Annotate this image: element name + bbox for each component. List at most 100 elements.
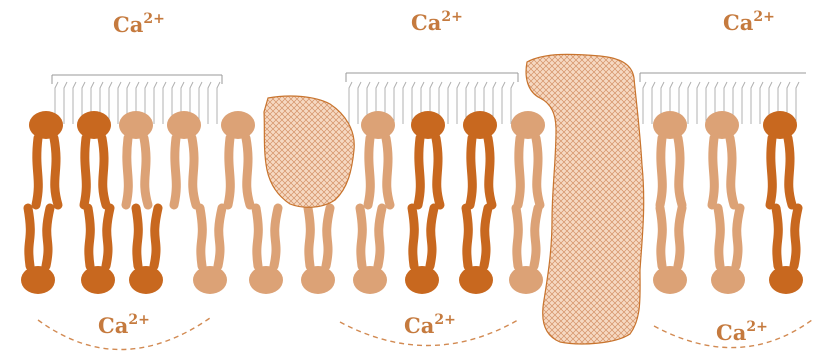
lipid-head bbox=[129, 266, 163, 294]
lipid-tail bbox=[106, 208, 110, 266]
phospholipid-top-11 bbox=[763, 111, 797, 205]
inner-leaflet bbox=[21, 208, 803, 294]
phospholipid-bottom-10 bbox=[653, 208, 687, 294]
ca-ion-inner-left: Ca2+ bbox=[98, 312, 150, 338]
phospholipid-top-5 bbox=[361, 111, 395, 205]
tail-squiggle bbox=[118, 82, 121, 124]
phospholipid-top-10 bbox=[705, 111, 739, 205]
tail-squiggle bbox=[403, 82, 406, 124]
phospholipid-top-9 bbox=[653, 111, 687, 205]
lipid-tail bbox=[256, 208, 258, 266]
lipid-tail bbox=[484, 208, 488, 266]
lipid-tail bbox=[534, 208, 538, 266]
phospholipid-top-0 bbox=[29, 111, 63, 205]
lipid-tail bbox=[718, 208, 720, 266]
lipid-head bbox=[653, 266, 687, 294]
phospholipid-top-2 bbox=[119, 111, 153, 205]
lipid-head bbox=[167, 111, 201, 139]
lipid-head bbox=[193, 266, 227, 294]
tail-squiggle bbox=[394, 82, 397, 124]
lipid-tail bbox=[678, 138, 682, 205]
lipid-tail bbox=[418, 138, 420, 205]
lipid-tail bbox=[516, 208, 518, 266]
lipid-tail bbox=[144, 138, 148, 205]
lipid-head bbox=[705, 111, 739, 139]
tail-squiggle bbox=[154, 82, 157, 124]
lipid-tail bbox=[192, 138, 196, 205]
phospholipid-bottom-3 bbox=[193, 208, 227, 294]
tail-squiggle bbox=[448, 82, 451, 124]
phospholipid-top-6 bbox=[411, 111, 445, 205]
lipid-head bbox=[361, 111, 395, 139]
lipid-head bbox=[29, 111, 63, 139]
phospholipid-bottom-2 bbox=[129, 208, 163, 294]
lipid-tail bbox=[436, 138, 440, 205]
lipid-tail bbox=[412, 208, 414, 266]
tail-squiggle bbox=[652, 82, 655, 124]
lipid-tail bbox=[308, 208, 310, 266]
lipid-tail bbox=[246, 138, 250, 205]
ca-ion-outer-left: Ca2+ bbox=[113, 11, 165, 37]
tail-squiggle bbox=[163, 82, 166, 124]
lipid-tail bbox=[88, 208, 90, 266]
lipid-head bbox=[119, 111, 153, 139]
lipid-tail bbox=[174, 138, 176, 205]
lipid-head bbox=[77, 111, 111, 139]
tail-squiggle bbox=[64, 82, 67, 124]
lipid-tail bbox=[36, 138, 38, 205]
tail-squiggle bbox=[760, 82, 763, 124]
lipid-tail bbox=[154, 208, 158, 266]
phospholipid-bottom-7 bbox=[405, 208, 439, 294]
lipid-head bbox=[459, 266, 493, 294]
phospholipid-top-3 bbox=[167, 111, 201, 205]
lipid-tail bbox=[770, 138, 772, 205]
lipid-tail bbox=[660, 208, 662, 266]
lipid-tail bbox=[712, 138, 714, 205]
phospholipid-top-4 bbox=[221, 111, 255, 205]
lipid-tail bbox=[228, 138, 230, 205]
tail-squiggle bbox=[643, 82, 646, 124]
lipid-head bbox=[21, 266, 55, 294]
lipid-tail bbox=[660, 138, 662, 205]
lipid-tail bbox=[794, 208, 798, 266]
phospholipid-bottom-11 bbox=[711, 208, 745, 294]
phospholipid-bottom-4 bbox=[249, 208, 283, 294]
phospholipid-bottom-6 bbox=[353, 208, 387, 294]
lipid-head bbox=[301, 266, 335, 294]
lipid-tail bbox=[788, 138, 792, 205]
tail-squiggle bbox=[73, 82, 76, 124]
lipid-head bbox=[763, 111, 797, 139]
lipid-tail bbox=[360, 208, 362, 266]
tail-squiggle bbox=[796, 82, 799, 124]
lipid-head bbox=[509, 266, 543, 294]
lipid-head bbox=[711, 266, 745, 294]
lipid-tail bbox=[218, 208, 222, 266]
tail-squiggle bbox=[358, 82, 361, 124]
lipid-tail bbox=[46, 208, 50, 266]
tail-squiggle bbox=[751, 82, 754, 124]
lipid-tail bbox=[200, 208, 202, 266]
tail-squiggle bbox=[457, 82, 460, 124]
tail-squiggle bbox=[742, 82, 745, 124]
ca-ion-inner-right: Ca2+ bbox=[716, 319, 768, 345]
ca-ion-inner-center: Ca2+ bbox=[404, 312, 456, 338]
lipid-head bbox=[221, 111, 255, 139]
tail-squiggle bbox=[109, 82, 112, 124]
tail-squiggle bbox=[502, 82, 505, 124]
phospholipid-top-8 bbox=[511, 111, 545, 205]
lipid-tail bbox=[28, 208, 30, 266]
lipid-head bbox=[769, 266, 803, 294]
lipid-head bbox=[353, 266, 387, 294]
tail-brackets bbox=[52, 73, 806, 84]
phospholipid-top-1 bbox=[77, 111, 111, 205]
phospholipid-bottom-12 bbox=[769, 208, 803, 294]
lipid-tail bbox=[274, 208, 278, 266]
lipid-head bbox=[249, 266, 283, 294]
lipid-tail bbox=[678, 208, 682, 266]
lipid-tail bbox=[518, 138, 520, 205]
phospholipid-bottom-8 bbox=[459, 208, 493, 294]
lipid-head bbox=[81, 266, 115, 294]
phospholipid-top-7 bbox=[463, 111, 497, 205]
transmembrane-protein bbox=[526, 54, 644, 344]
